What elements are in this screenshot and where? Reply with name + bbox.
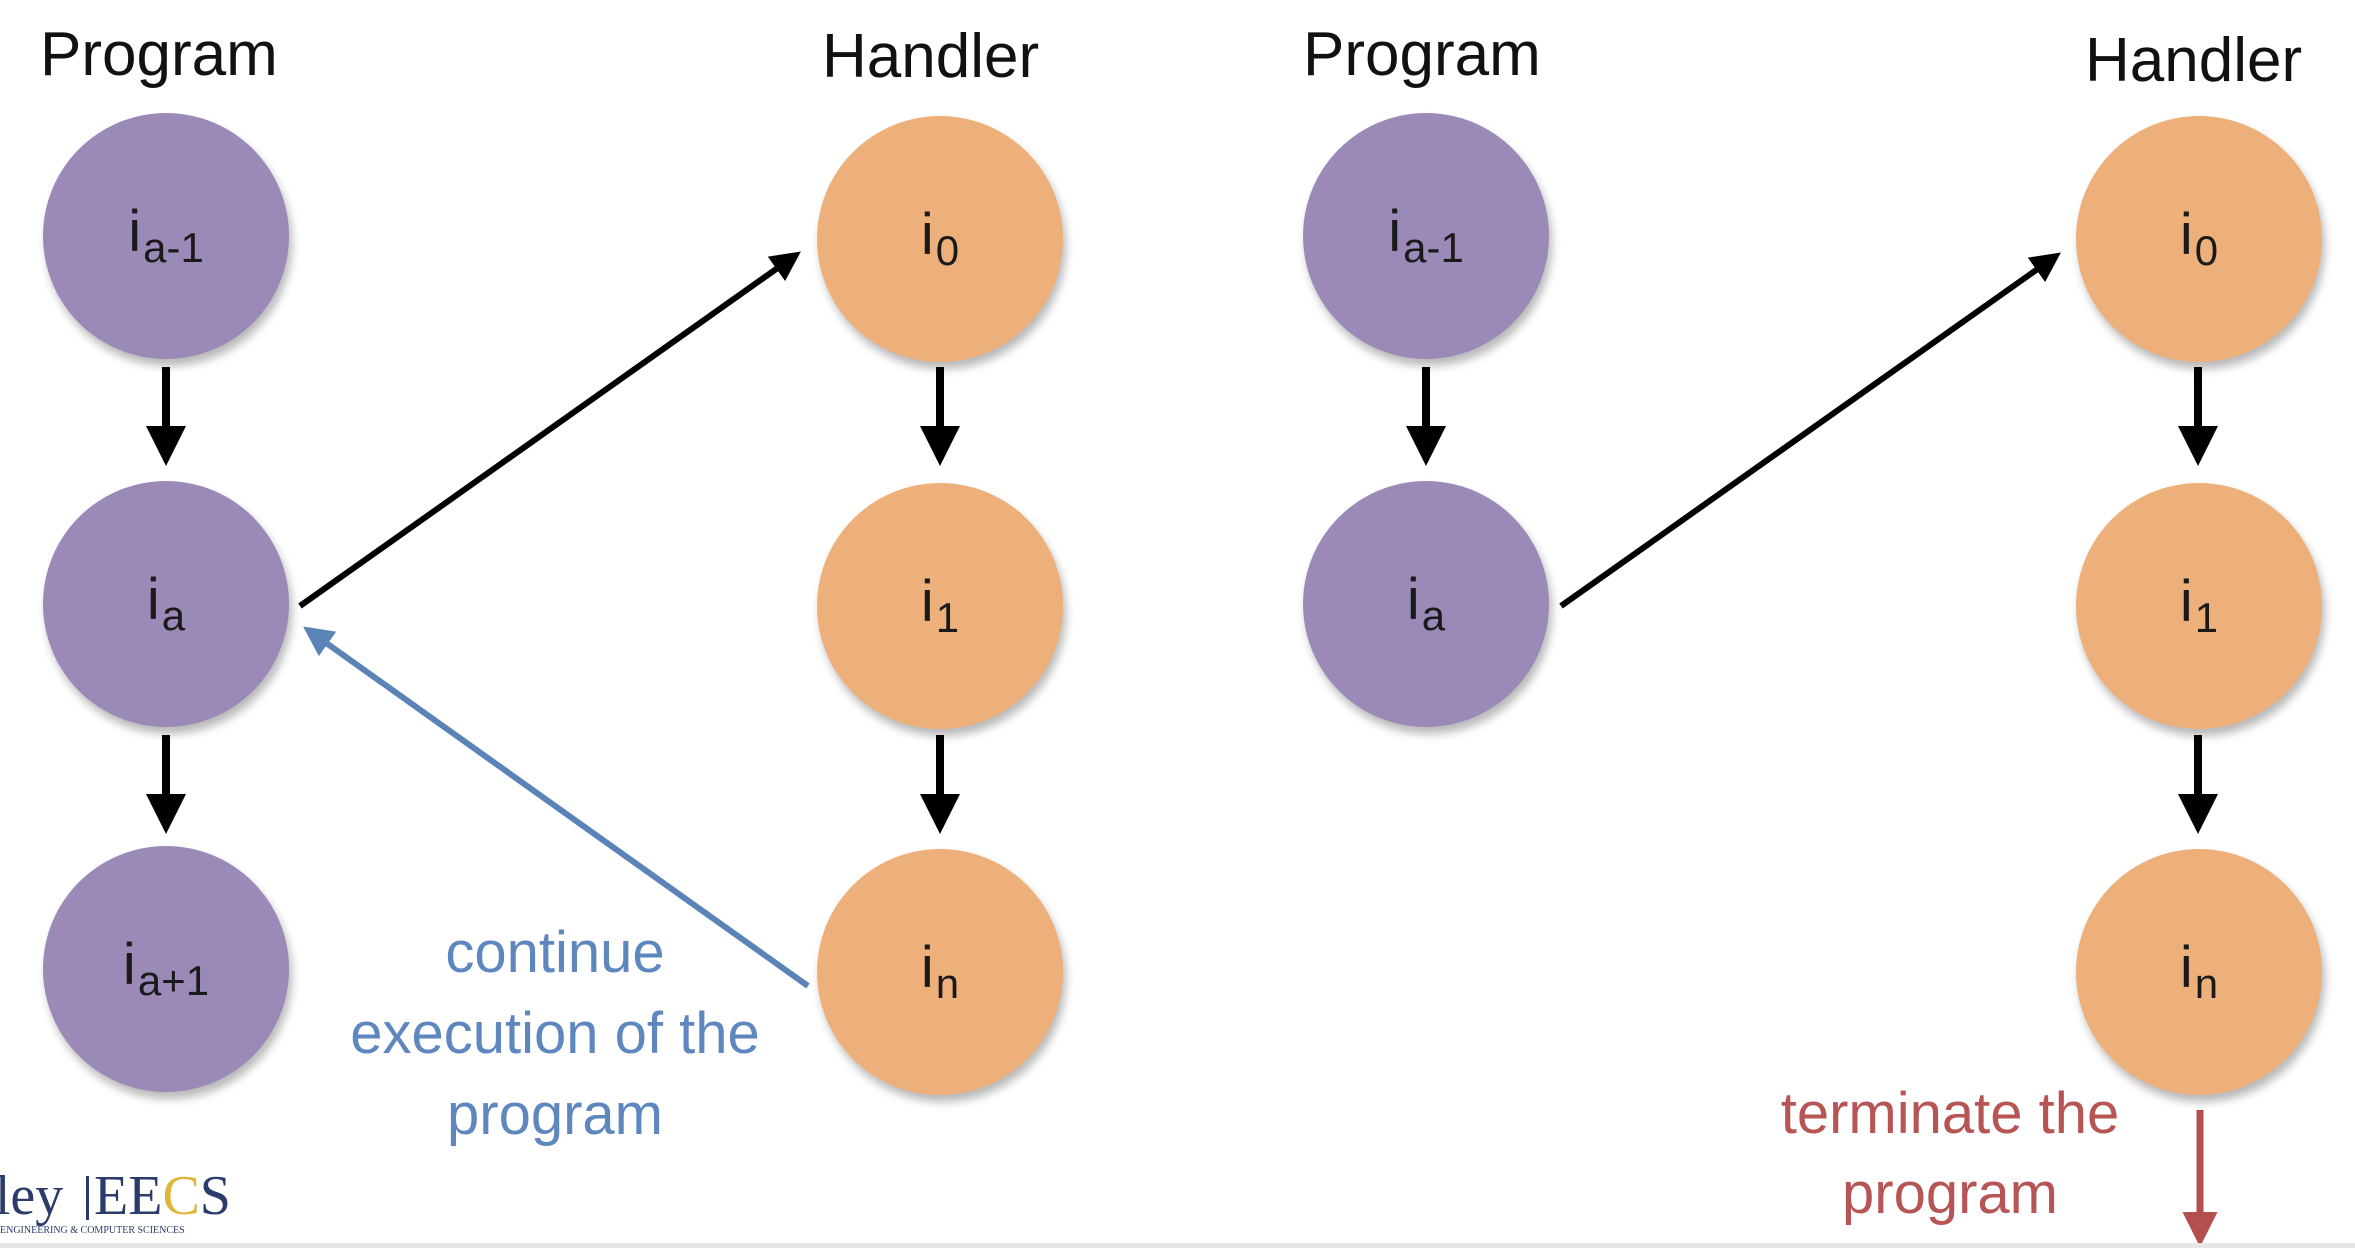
node-right-i-0: i0: [2076, 116, 2322, 362]
node-right-i-a-1: ia-1: [1303, 113, 1549, 359]
node-label: ia+1: [122, 931, 210, 1005]
arrow-return-to-program: [303, 626, 810, 989]
node-label: i0: [2179, 201, 2219, 275]
node-left-i-1: i1: [817, 483, 1063, 729]
node-label: i1: [920, 568, 960, 642]
node-label: ia: [146, 566, 186, 640]
node-label: ia: [1406, 566, 1446, 640]
node-left-i-n: in: [817, 849, 1063, 1095]
left-program-title: Program: [40, 20, 278, 89]
logo-tagline: ENGINEERING & COMPUTER SCIENCES: [0, 1225, 185, 1236]
right-program-title: Program: [1303, 20, 1541, 89]
node-label: ia-1: [1388, 198, 1464, 272]
berkeley-eecs-logo: eley EECS ENGINEERING & COMPUTER SCIENCE…: [0, 1168, 230, 1240]
logo-text-eecs: EECS: [94, 1168, 230, 1227]
bottom-rule: [0, 1243, 2355, 1248]
node-label: in: [920, 934, 960, 1008]
node-label: in: [2179, 934, 2219, 1008]
left-handler-title: Handler: [822, 22, 1040, 91]
arrow-right-ia-to-handler: [1559, 252, 2061, 609]
node-left-i-a: ia: [43, 481, 289, 727]
continue-caption: continue execution of the program: [350, 920, 760, 1147]
node-label: i1: [2179, 568, 2219, 642]
node-right-i-1: i1: [2076, 483, 2322, 729]
logo-text-berkeley: eley: [0, 1168, 64, 1227]
node-label: ia-1: [128, 198, 204, 272]
logo-divider: [86, 1176, 89, 1220]
node-left-i-0: i0: [817, 116, 1063, 362]
right-handler-title: Handler: [2085, 26, 2303, 95]
node-right-i-n: in: [2076, 849, 2322, 1095]
arrow-ia-to-handler: [298, 251, 801, 609]
node-left-i-a+1: ia+1: [43, 846, 289, 1092]
node-right-i-a: ia: [1303, 481, 1549, 727]
node-label: i0: [920, 201, 960, 275]
node-left-i-a-1: ia-1: [43, 113, 289, 359]
terminate-caption: terminate the program: [1780, 1081, 2120, 1226]
